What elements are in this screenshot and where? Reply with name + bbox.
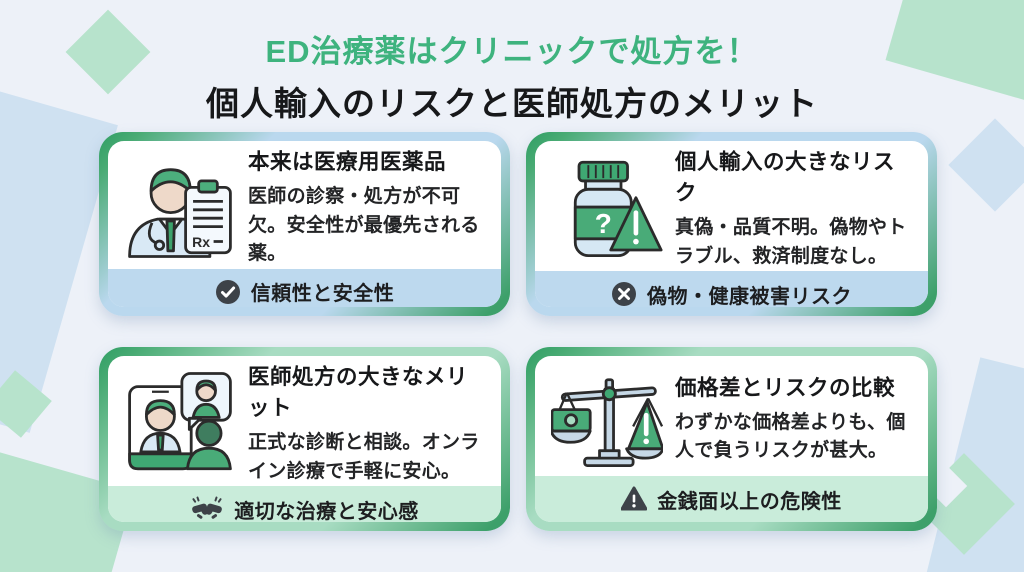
card-body: 正式な診断と相談。オンライン診療で手軽に安心。 (248, 432, 480, 482)
warning-triangle-icon (621, 486, 648, 512)
svg-text:Rx: Rx (192, 234, 210, 250)
telemedicine-icon (124, 367, 236, 479)
card-grid: Rx 本来は医療用医薬品 医師の診察・処方が不可欠。安全性が最優先される薬。 (99, 132, 937, 531)
page-title: ED治療薬はクリニックで処方を！ (265, 34, 759, 69)
card-price-risk-comparison: 価格差とリスクの比較 わずかな価格差よりも、個人で負うリスクが甚大。 金銭面以上… (526, 347, 937, 531)
card-footer-label: 適切な治療と安心感 (234, 500, 419, 523)
card-title: 価格差とリスクの比較 (675, 375, 896, 400)
doctor-clipboard-icon: Rx (124, 151, 236, 263)
card-footer-badge: 偽物・健康被害リスク (535, 271, 928, 307)
header: ED治療薬はクリニックで処方を！ 個人輸入のリスクと医師処方のメリット (0, 0, 1024, 125)
card-footer-label: 金銭面以上の危険性 (657, 490, 842, 513)
card-body: 真偽・品質不明。偽物やトラブル、救済制度なし。 (675, 217, 907, 267)
card-footer-badge: 金銭面以上の危険性 (535, 476, 928, 522)
card-footer-label: 信頼性と安全性 (250, 283, 395, 305)
card-body: 医師の診察・処方が不可欠。安全性が最優先される薬。 (248, 186, 480, 264)
card-body: わずかな価格差よりも、個人で負うリスクが甚大。 (675, 411, 906, 462)
card-title: 本来は医療用医薬品 (248, 150, 447, 174)
check-circle-icon (215, 279, 241, 305)
deco-diamond-right (948, 118, 1024, 212)
card-title: 医師処方の大きなメリット (248, 365, 469, 420)
handshake-icon (190, 496, 224, 522)
page-subtitle: 個人輸入のリスクと医師処方のメリット (206, 85, 818, 122)
svg-text:?: ? (595, 208, 612, 239)
card-footer-badge: 適切な治療と安心感 (108, 486, 501, 522)
card-footer-badge: 信頼性と安全性 (108, 268, 501, 307)
balance-scale-icon (551, 362, 663, 474)
card-title: 個人輸入の大きなリスク (675, 150, 896, 205)
card-prescription-merit: 医師処方の大きなメリット 正式な診断と相談。オンライン診療で手軽に安心。 (99, 347, 510, 531)
card-import-risk: ? 個人輸入の大きなリスク 真偽・品質不明。偽物やトラブル、救済制度なし。 (526, 132, 937, 316)
x-circle-icon (611, 281, 637, 307)
card-prescription-medicine: Rx 本来は医療用医薬品 医師の診察・処方が不可欠。安全性が最優先される薬。 (99, 132, 510, 316)
pill-bottle-warning-icon: ? (551, 152, 663, 264)
card-footer-label: 偽物・健康被害リスク (647, 285, 852, 308)
